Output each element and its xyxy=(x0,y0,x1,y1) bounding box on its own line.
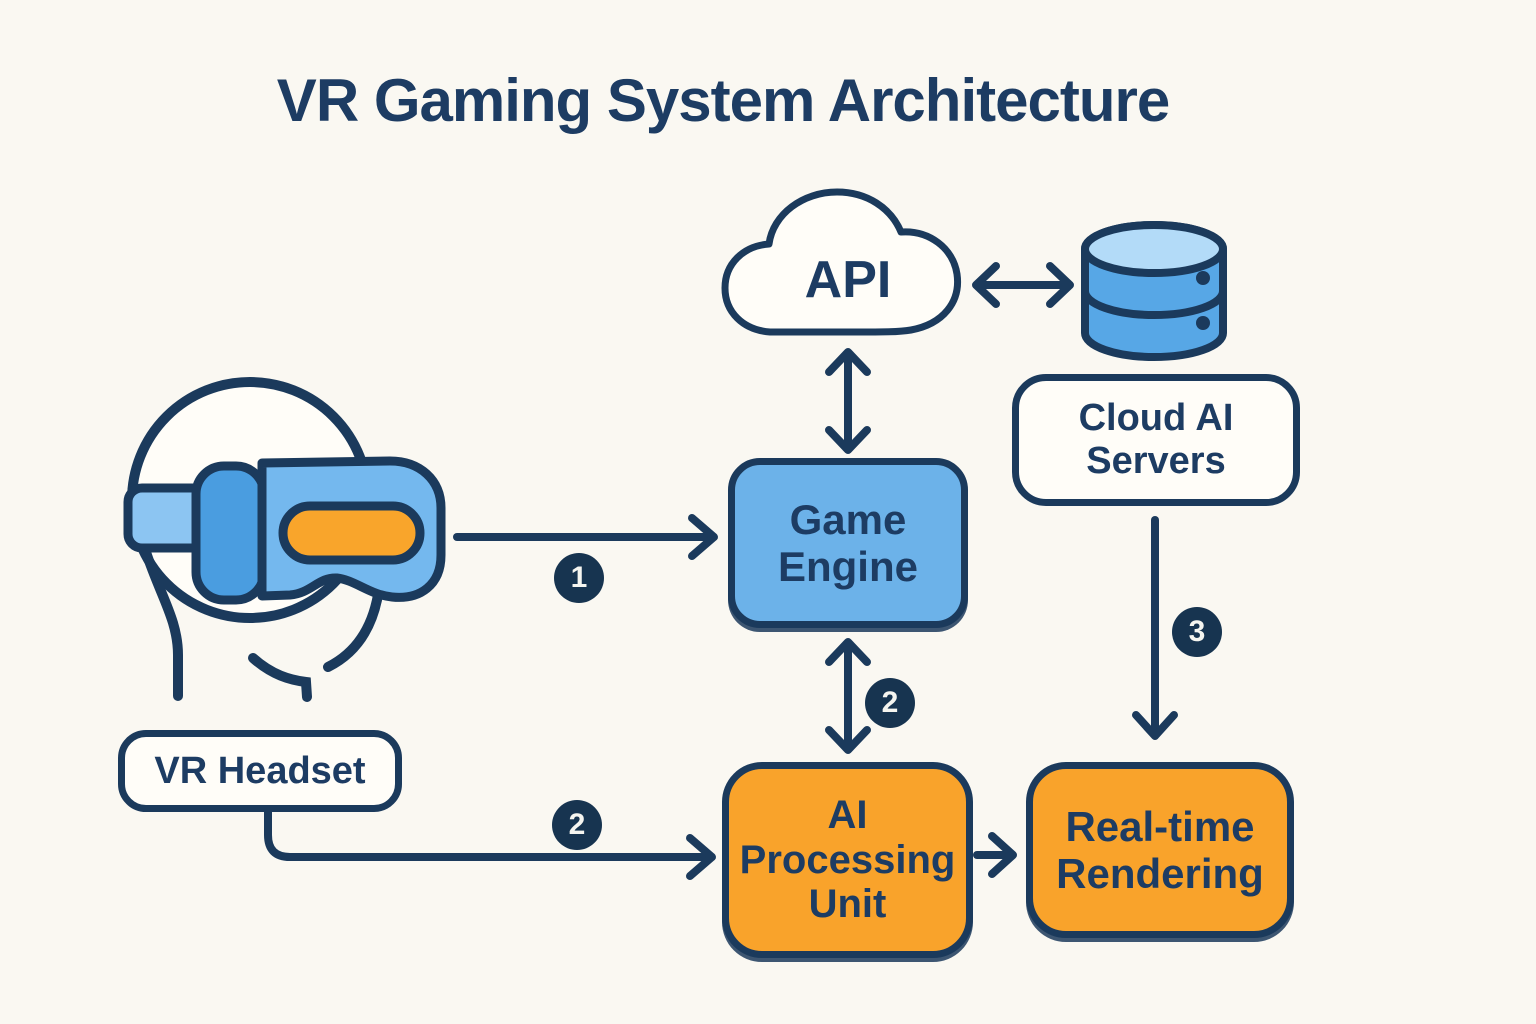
neck-line xyxy=(141,547,183,701)
headset-visor xyxy=(278,501,425,565)
page-title: VR Gaming System Architecture xyxy=(276,67,1170,134)
node-label: Servers xyxy=(1086,440,1226,482)
node-label: Game xyxy=(789,495,907,543)
step-badge-1: 1 xyxy=(554,553,604,603)
node-label: VR Headset xyxy=(154,749,366,792)
arrow-headset-to-apu xyxy=(264,808,712,861)
step-badge-3: 3 xyxy=(1172,607,1222,657)
node-label: Real-time xyxy=(1065,802,1255,850)
database-icon xyxy=(1081,221,1227,361)
jaw-line xyxy=(323,590,383,672)
step-badge-2b: 2 xyxy=(552,800,602,850)
api-cloud-icon xyxy=(721,188,962,336)
node-label: Processing xyxy=(739,837,956,882)
node-label: AI xyxy=(827,792,868,837)
headset-side xyxy=(191,461,269,605)
vr-headset-icon xyxy=(123,377,446,702)
node-ai-processing-unit: AI Processing Unit xyxy=(722,762,973,958)
node-realtime-rendering: Real-time Rendering xyxy=(1026,762,1294,938)
node-game-engine: Game Engine xyxy=(728,458,968,628)
node-label: Unit xyxy=(808,882,887,927)
node-cloud-ai-servers: Cloud AI Servers xyxy=(1012,374,1300,506)
step-badge-2: 2 xyxy=(865,678,915,728)
node-label: Cloud AI xyxy=(1078,397,1234,440)
chin-line xyxy=(248,653,312,702)
node-label: Rendering xyxy=(1056,850,1264,897)
api-node-label: API xyxy=(804,251,892,309)
node-label: Engine xyxy=(777,543,918,590)
node-vr-headset-label: VR Headset xyxy=(118,730,402,812)
